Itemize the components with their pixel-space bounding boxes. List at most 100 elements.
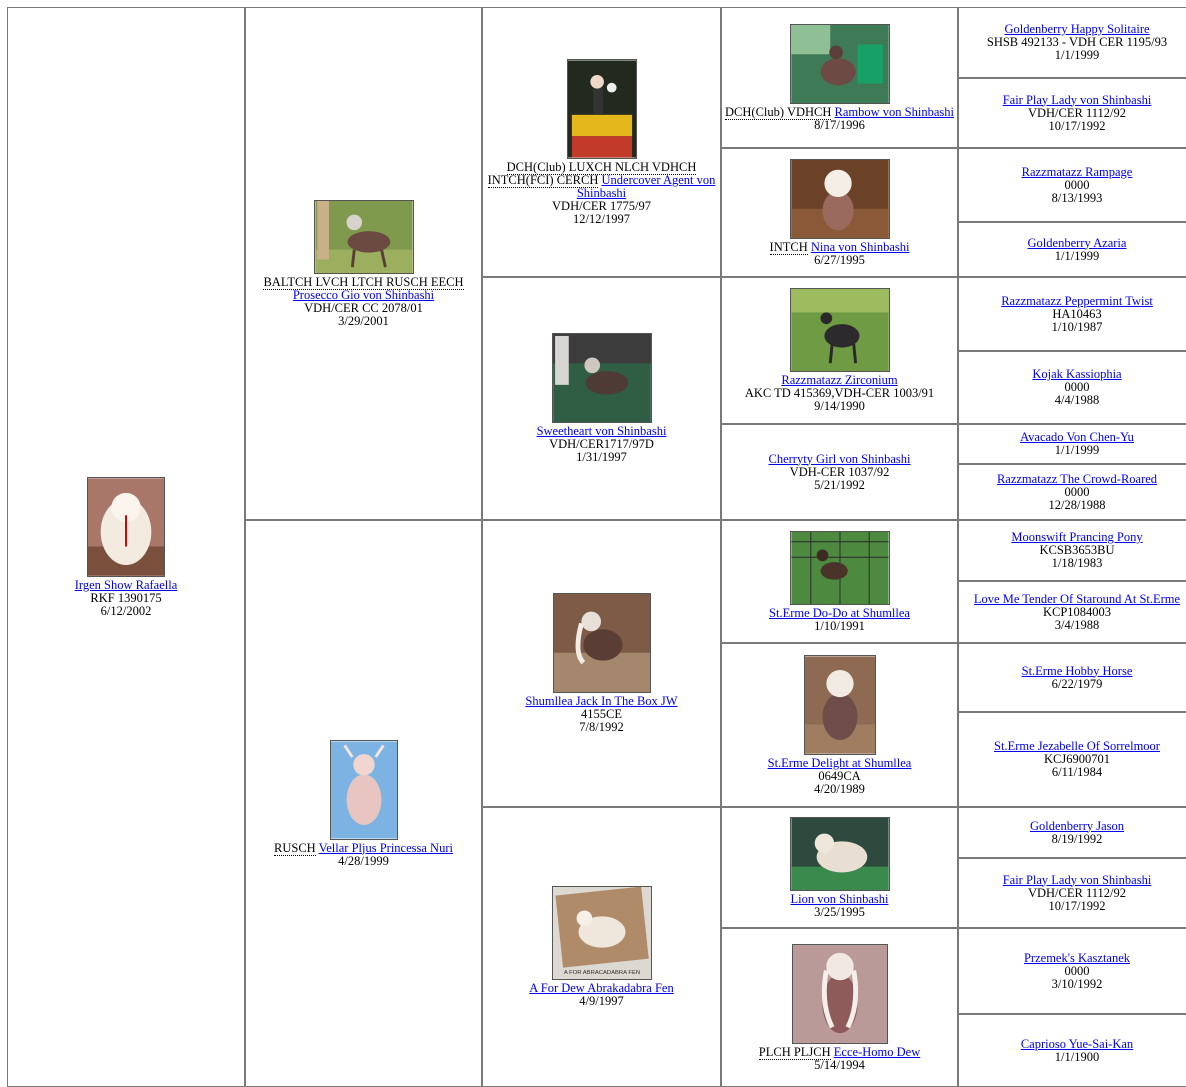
dog-photo[interactable]: A FOR ABRACADABRA FEN: [551, 886, 652, 980]
pedigree-cell-dam: RUSCH Vellar Pljus Princessa Nuri 4/28/1…: [245, 520, 482, 1087]
dog-registration: KCP1084003: [1042, 604, 1112, 619]
dog-birthdate: 1/31/1997: [576, 450, 627, 464]
dog-birthdate: 10/17/1992: [1048, 118, 1106, 133]
dog-name-link[interactable]: Fair Play Lady von Shinbashi: [1002, 872, 1152, 887]
dog-photo[interactable]: [313, 199, 414, 274]
dog-registration: KCSB3653BU: [1039, 543, 1115, 557]
pedigree-cell: Razzmatazz Zirconium AKC TD 415369,VDH-C…: [721, 277, 958, 424]
dog-name-link[interactable]: Moonswift Prancing Pony: [1011, 530, 1143, 544]
pedigree-cell: INTCH Nina von Shinbashi 6/27/1995: [721, 148, 958, 277]
dog-name-link[interactable]: Kojak Kassiophia: [1032, 367, 1122, 381]
dog-name-link[interactable]: Goldenberry Azaria: [1027, 235, 1127, 250]
dog-birthdate: 1/1/1999: [1054, 48, 1100, 62]
dog-registration: VDH/CER 1775/97: [552, 198, 651, 213]
dog-birthdate: 6/27/1995: [814, 252, 865, 267]
dog-titles: RUSCH: [274, 840, 316, 856]
pedigree-cell: Goldenberry Jason 8/19/1992: [958, 807, 1186, 858]
dog-birthdate: 8/19/1992: [1051, 831, 1103, 846]
pedigree-cell: Fair Play Lady von Shinbashi VDH/CER 111…: [958, 858, 1186, 928]
dog-birthdate: 3/29/2001: [338, 313, 389, 328]
pedigree-cell: Cherryty Girl von Shinbashi VDH-CER 1037…: [721, 424, 958, 520]
dog-name-link[interactable]: Sweetheart von Shinbashi: [536, 424, 667, 438]
dog-birthdate: 4/28/1999: [338, 853, 389, 868]
dog-name-link[interactable]: Undercover Agent von Shinbashi: [576, 172, 716, 200]
dog-birthdate: 4/20/1989: [814, 781, 865, 796]
dog-registration: VDH/CER 1112/92: [1027, 105, 1127, 120]
dog-photo[interactable]: [566, 58, 637, 159]
pedigree-cell: DCH(Club) VDHCH Rambow von Shinbashi 8/1…: [721, 7, 958, 148]
dog-birthdate: 4/4/1988: [1054, 393, 1100, 407]
dog-name-link[interactable]: Shumllea Jack In The Box JW: [525, 694, 678, 708]
dog-photo[interactable]: [552, 593, 651, 693]
dog-birthdate: 1/10/1987: [1051, 319, 1103, 334]
dog-birthdate: 8/17/1996: [814, 117, 865, 132]
dog-titles: BALTCH LVCH LTCH RUSCH EECH: [263, 274, 464, 290]
dog-titles: DCH(Club) VDHCH: [725, 104, 832, 120]
dog-birthdate: 3/10/1992: [1051, 976, 1103, 991]
dog-birthdate: 3/4/1988: [1054, 617, 1100, 632]
dog-name-link[interactable]: Ecce-Homo Dew: [833, 1044, 921, 1059]
dog-birthdate: 5/21/1992: [814, 477, 865, 492]
dog-birthdate: 9/14/1990: [814, 399, 865, 413]
dog-name-link[interactable]: St.Erme Do-Do at Shumllea: [769, 605, 910, 620]
dog-name-link[interactable]: Vellar Pljus Princessa Nuri: [318, 840, 453, 855]
dog-registration: 0000: [1064, 963, 1090, 978]
pedigree-cell-subject: Irgen Show Rafaella RKF 1390175 6/12/200…: [7, 7, 245, 1087]
dog-registration: VDH/CER 1112/92: [1027, 885, 1127, 900]
dog-registration: 0000: [1064, 177, 1090, 192]
dog-name-link[interactable]: Nina von Shinbashi: [810, 239, 910, 254]
dog-name-link[interactable]: Caprioso Yue-Sai-Kan: [1020, 1036, 1134, 1051]
dog-name-link[interactable]: Lion von Shinbashi: [790, 891, 889, 906]
dog-name-link[interactable]: St.Erme Jezabelle Of Sorrelmoor: [994, 739, 1160, 753]
dog-photo[interactable]: [789, 23, 890, 104]
dog-birthdate: 6/22/1979: [1051, 676, 1103, 691]
dog-photo[interactable]: [789, 288, 890, 372]
dog-birthdate: 3/25/1995: [814, 904, 865, 919]
dog-photo[interactable]: [789, 158, 890, 239]
dog-name-link[interactable]: Przemek's Kasztanek: [1023, 950, 1131, 965]
pedigree-cell: Goldenberry Happy Solitaire SHSB 492133 …: [958, 7, 1186, 78]
pedigree-cell: Lion von Shinbashi 3/25/1995: [721, 807, 958, 928]
dog-photo[interactable]: [551, 333, 652, 423]
dog-name-link[interactable]: Avacado Von Chen-Yu: [1020, 430, 1134, 444]
dog-registration: HA10463: [1052, 306, 1102, 321]
pedigree-cell: St.Erme Delight at Shumllea 0649CA 4/20/…: [721, 643, 958, 807]
dog-name-link[interactable]: Cherryty Girl von Shinbashi: [768, 451, 911, 466]
dog-name-link[interactable]: Love Me Tender Of Staround At St.Erme: [973, 591, 1181, 606]
dog-birthdate: 5/14/1994: [814, 1057, 865, 1072]
dog-photo[interactable]: [87, 476, 165, 577]
dog-name-link[interactable]: Rambow von Shinbashi: [834, 104, 954, 119]
dog-name-link[interactable]: Goldenberry Jason: [1029, 818, 1125, 833]
pedigree-cell: St.Erme Jezabelle Of Sorrelmoor KCJ69007…: [958, 712, 1186, 807]
pedigree-cell: Fair Play Lady von Shinbashi VDH/CER 111…: [958, 78, 1186, 148]
pedigree-cell: Razzmatazz The Crowd-Roared 0000 12/28/1…: [958, 464, 1186, 520]
dog-photo[interactable]: [789, 530, 890, 605]
pedigree-cell-sire: BALTCH LVCH LTCH RUSCH EECH Prosecco Gio…: [245, 7, 482, 520]
photo-caption: A FOR ABRACADABRA FEN: [563, 970, 639, 976]
dog-name-link[interactable]: Goldenberry Happy Solitaire: [1004, 22, 1150, 36]
dog-name-link[interactable]: Razzmatazz Rampage: [1021, 164, 1133, 179]
dog-birthdate: 1/1/1999: [1054, 248, 1100, 263]
dog-photo[interactable]: [329, 739, 398, 840]
dog-photo[interactable]: [789, 816, 890, 891]
pedigree-cell: Razzmatazz Peppermint Twist HA10463 1/10…: [958, 277, 1186, 351]
dog-name-link[interactable]: Fair Play Lady von Shinbashi: [1002, 92, 1152, 107]
pedigree-cell: Love Me Tender Of Staround At St.Erme KC…: [958, 581, 1186, 643]
dog-name-link[interactable]: Razzmatazz The Crowd-Roared: [996, 471, 1158, 486]
dog-name-link[interactable]: St.Erme Delight at Shumllea: [767, 755, 912, 770]
dog-photo[interactable]: [803, 654, 876, 755]
dog-name-link[interactable]: Prosecco Gio von Shinbashi: [292, 287, 435, 302]
pedigree-cell: St.Erme Hobby Horse 6/22/1979: [958, 643, 1186, 712]
dog-registration: SHSB 492133 - VDH CER 1195/93: [986, 35, 1168, 49]
dog-registration: VDH/CER CC 2078/01: [304, 300, 423, 315]
dog-name-link[interactable]: Razzmatazz Peppermint Twist: [1001, 293, 1153, 308]
dog-name-link[interactable]: St.Erme Hobby Horse: [1021, 663, 1133, 678]
dog-name-link[interactable]: A For Dew Abrakadabra Fen: [529, 981, 674, 995]
dog-name-link[interactable]: Irgen Show Rafaella: [74, 577, 178, 592]
dog-photo[interactable]: [791, 943, 888, 1044]
dog-registration: 0000: [1064, 380, 1090, 394]
dog-titles: DCH(Club) LUXCH NLCH VDHCH INTCH(FCI) CE…: [487, 159, 697, 188]
pedigree-cell: Sweetheart von Shinbashi VDH/CER1717/97D…: [482, 277, 721, 520]
dog-birthdate: 4/9/1997: [579, 994, 624, 1008]
dog-name-link[interactable]: Razzmatazz Zirconium: [781, 373, 898, 387]
